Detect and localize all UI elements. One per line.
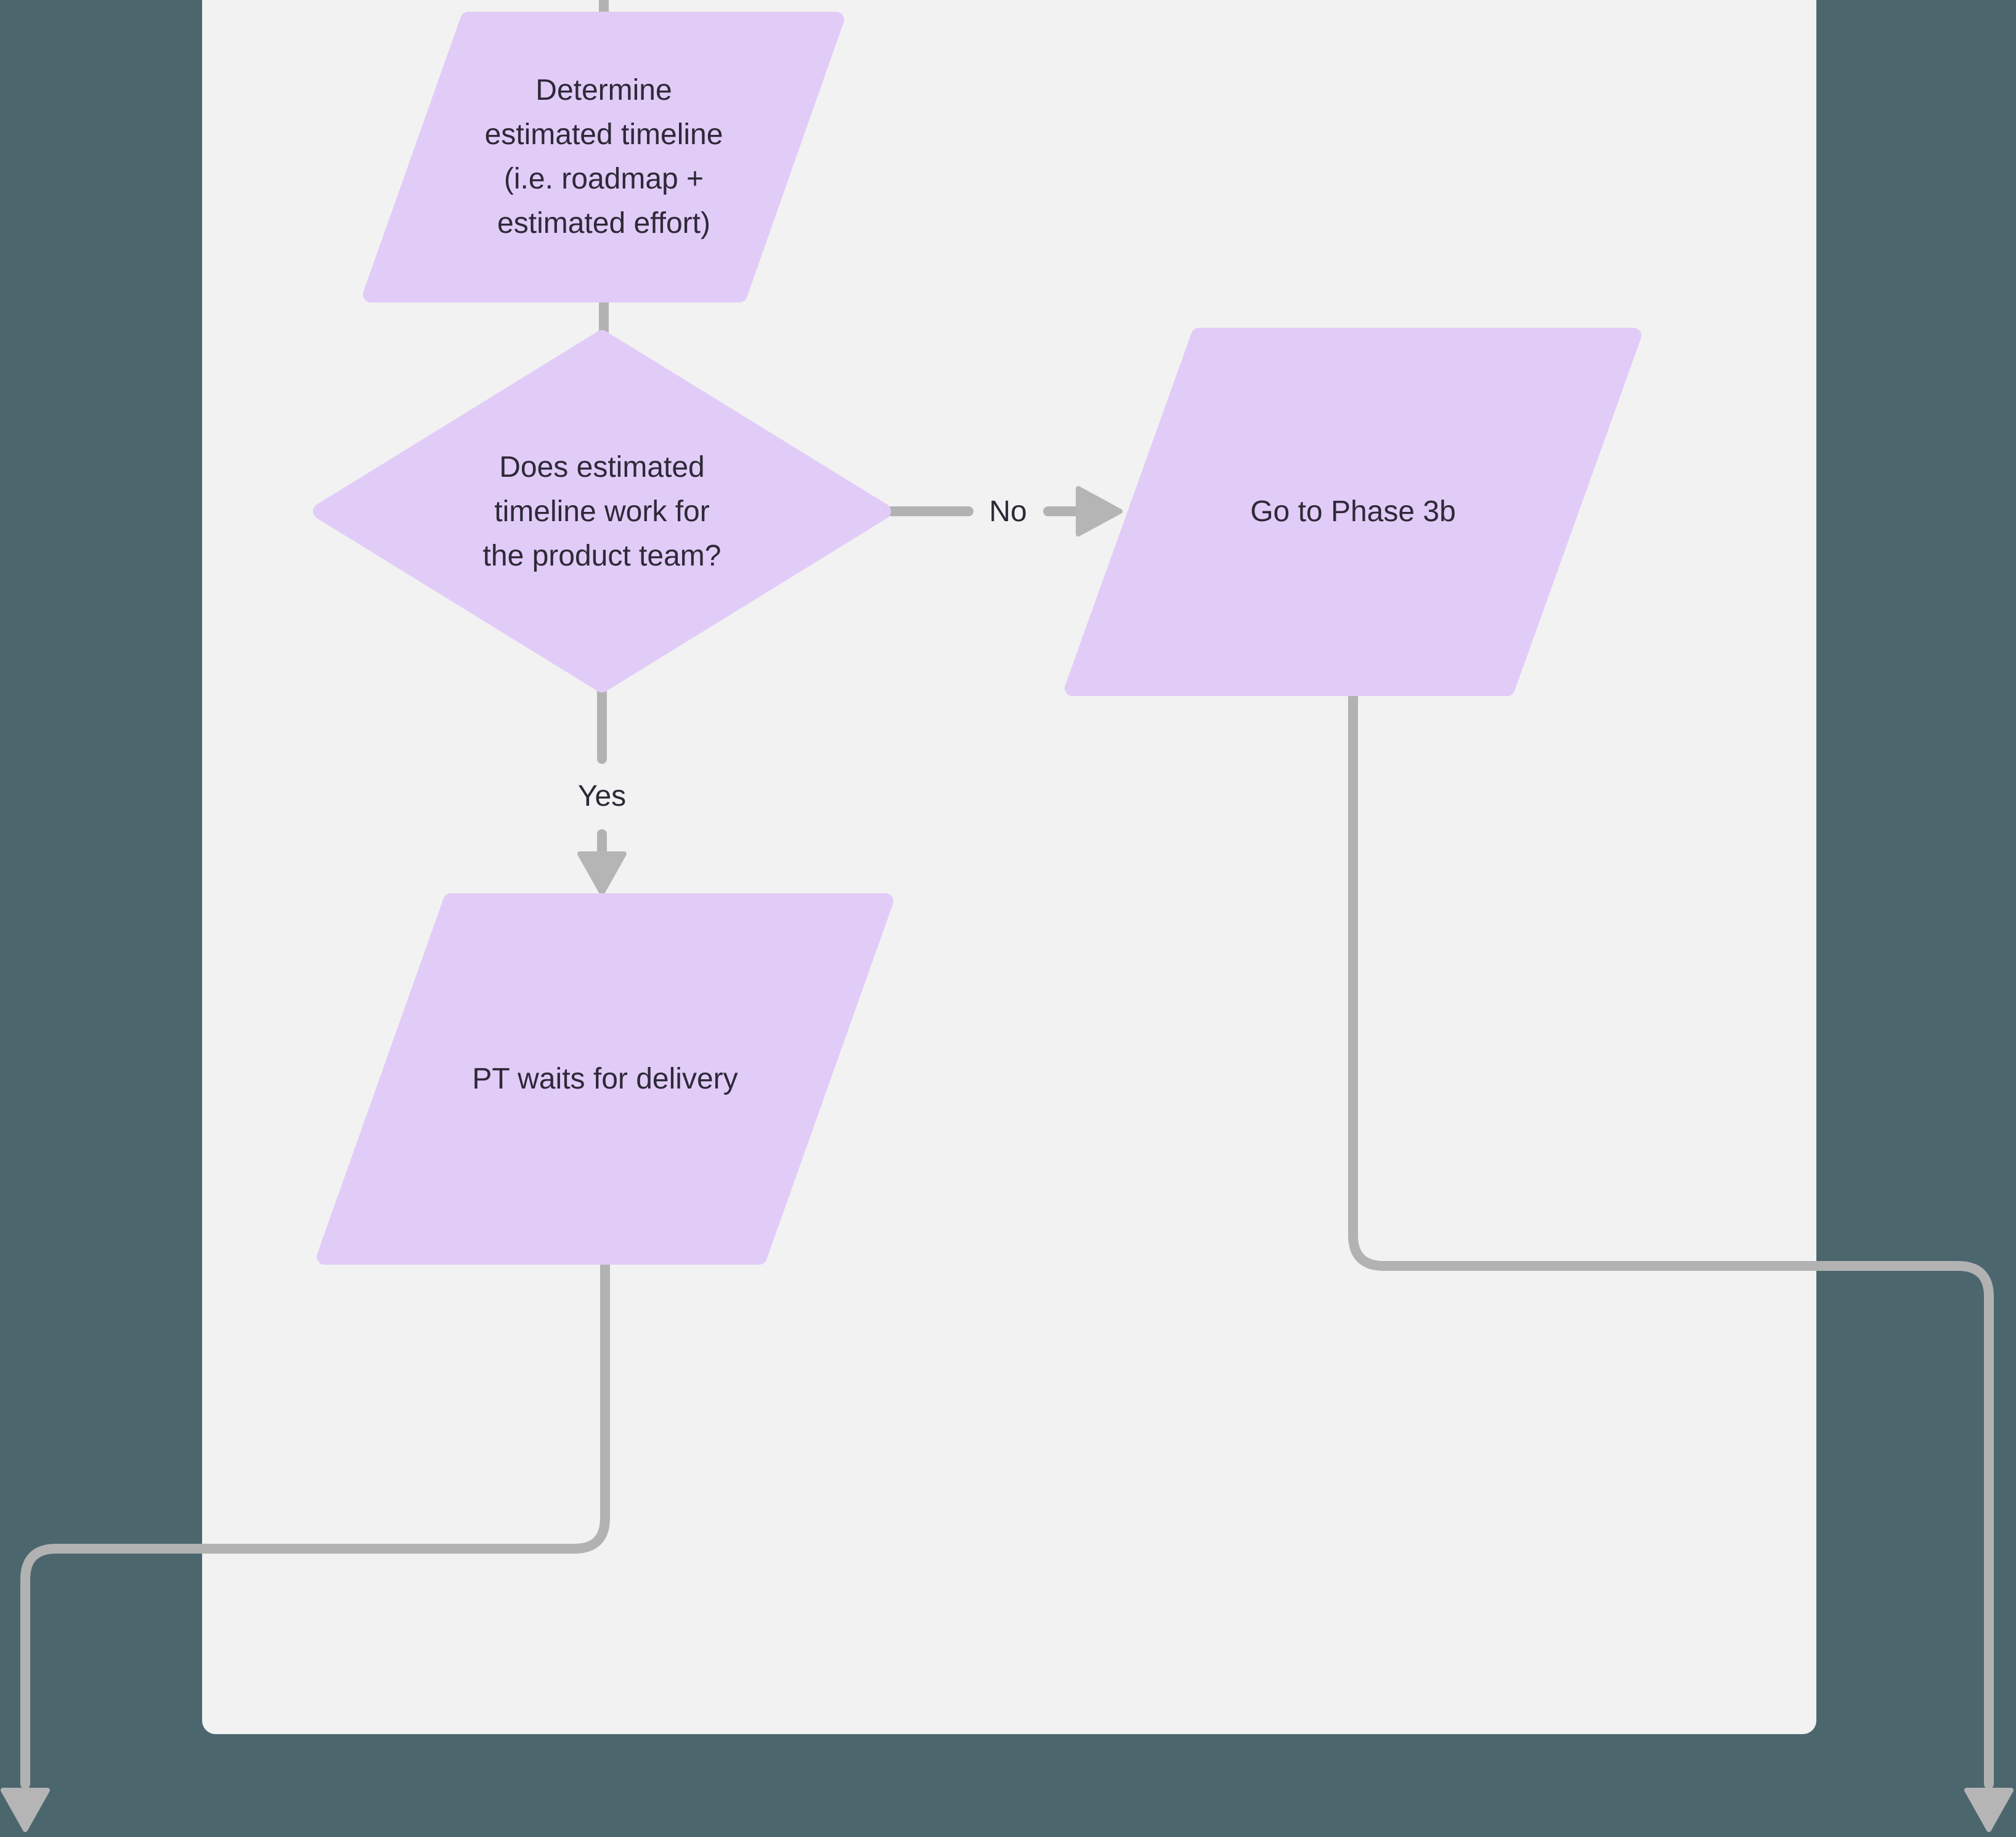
connector-go-phase-3b-path[interactable] [1348, 687, 1994, 1789]
connector-no-branch[interactable] [886, 486, 1123, 537]
label-line: Go to Phase 3b [1250, 495, 1456, 528]
label-line: timeline work for [494, 495, 710, 528]
arrowhead-bottom-left-icon [1, 1788, 50, 1832]
edge-label-no: No [989, 495, 1027, 528]
node-decision-diamond-shape[interactable] [313, 330, 891, 692]
connector-go-phase-3b-exit[interactable] [1348, 687, 2014, 1832]
arrowhead-down-icon [577, 851, 627, 896]
label-line: Determine [535, 74, 672, 107]
edge-label-yes: Yes [577, 780, 627, 813]
node-pt-waits-label: PT waits for delivery [472, 1057, 738, 1101]
node-determine-timeline-label: Determine estimated timeline (i.e. roadm… [485, 68, 723, 246]
label-line: the product team? [482, 540, 721, 572]
label-line: (i.e. roadmap + [503, 163, 704, 195]
connector-pt-waits-path[interactable] [20, 1255, 610, 1789]
node-decision-label: Does estimated timeline work for the pro… [483, 445, 721, 578]
arrowhead-bottom-right-icon [1964, 1788, 2014, 1832]
node-determine-timeline-shape[interactable] [363, 12, 844, 302]
connector-yes-branch[interactable] [577, 687, 627, 896]
label-line: PT waits for delivery [472, 1063, 738, 1095]
node-pt-waits-shape[interactable] [317, 893, 893, 1265]
label-line: estimated timeline [484, 118, 723, 151]
label-line: estimated effort) [497, 207, 710, 240]
node-go-phase-3b-label: Go to Phase 3b [1250, 490, 1456, 534]
node-go-phase-3b-shape[interactable] [1065, 328, 1641, 696]
connector-pt-waits-exit[interactable] [1, 1255, 610, 1832]
arrowhead-right-icon [1076, 486, 1123, 537]
label-line: Does estimated [499, 451, 705, 484]
